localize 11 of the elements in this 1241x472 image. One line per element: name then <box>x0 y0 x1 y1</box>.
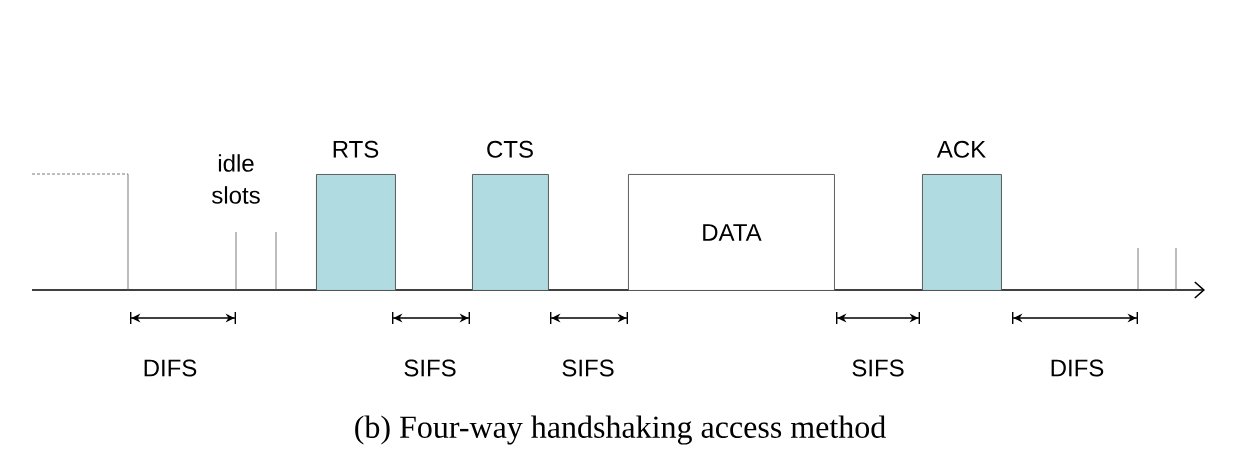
interval-label: DIFS <box>1051 359 1104 377</box>
frame-name: ACK <box>936 140 986 158</box>
frame-name: CTS <box>487 140 533 158</box>
interval-label: DIFS <box>144 359 197 377</box>
caption: (b) Four-way handshaking access method <box>355 415 886 445</box>
frame-name: RTS <box>333 140 379 158</box>
interval-label: SIFS <box>852 359 904 377</box>
interval-label: SIFS <box>562 359 614 377</box>
interval-label: SIFS <box>404 359 456 377</box>
slot-label: idle slots <box>212 154 260 204</box>
frame-box: DATA <box>628 174 835 291</box>
